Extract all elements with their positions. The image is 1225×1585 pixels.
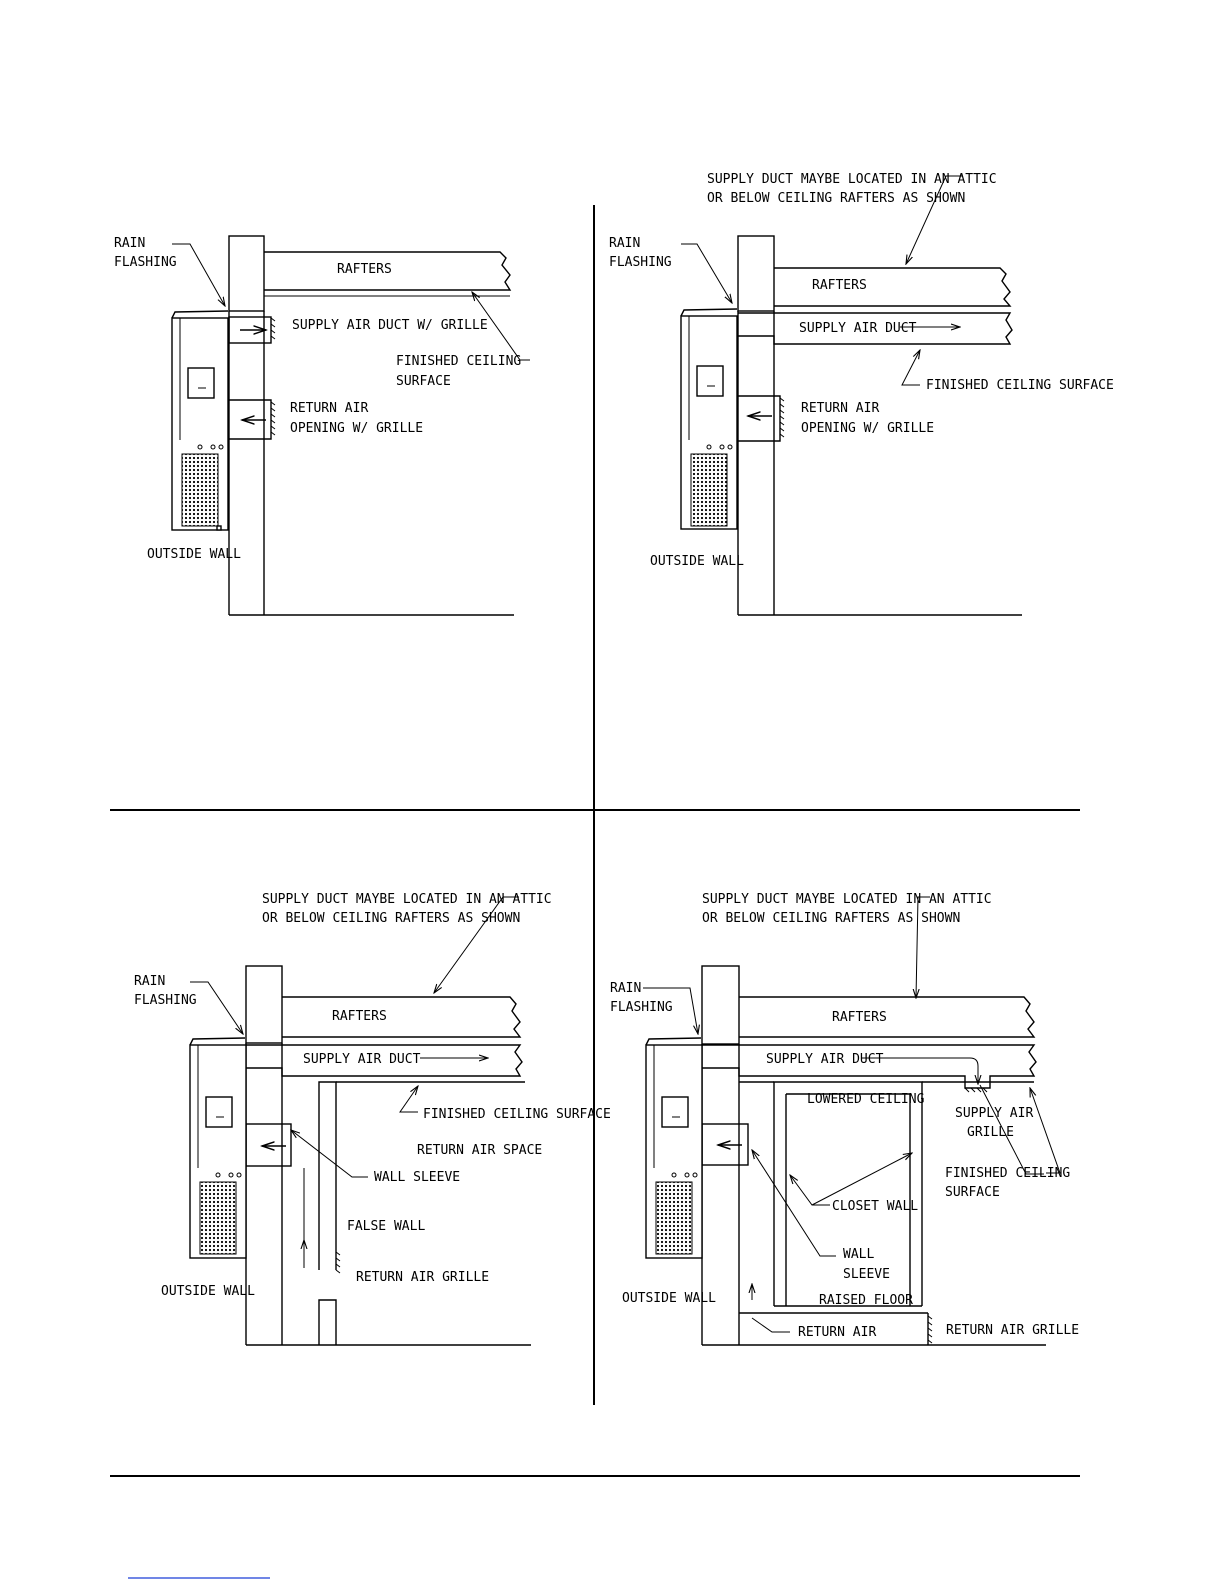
label-attic-note-1: SUPPLY DUCT MAYBE LOCATED IN AN ATTIC — [702, 892, 992, 907]
return-opening — [738, 395, 781, 442]
supply-duct — [246, 1044, 523, 1077]
label-rafters: RAFTERS — [812, 278, 867, 293]
label-surface: SURFACE — [396, 374, 451, 389]
label-rafters: RAFTERS — [332, 1009, 387, 1024]
label-supply-air: SUPPLY AIR — [955, 1106, 1033, 1121]
rafters — [282, 996, 522, 1038]
rain-flashing — [171, 310, 229, 319]
label-finished-ceiling: FINISHED CEILING — [396, 354, 521, 369]
control-panel — [205, 1096, 233, 1128]
label-sleeve: SLEEVE — [843, 1267, 890, 1282]
label-attic-note-1: SUPPLY DUCT MAYBE LOCATED IN AN ATTIC — [707, 172, 997, 187]
panel-a — [171, 235, 530, 616]
label-closet-wall: CLOSET WALL — [832, 1199, 918, 1214]
rain-flashing — [645, 1037, 702, 1046]
control-panel — [661, 1096, 689, 1128]
label-supply-duct: SUPPLY AIR DUCT — [303, 1052, 421, 1067]
label-opening: OPENING W/ GRILLE — [801, 421, 934, 436]
panel-d — [643, 896, 1061, 1346]
label-flashing: FLASHING — [134, 993, 197, 1008]
label-finished-ceiling: FINISHED CEILING SURFACE — [423, 1107, 611, 1122]
label-wall-sleeve: WALL SLEEVE — [374, 1170, 460, 1185]
label-rain: RAIN — [610, 981, 641, 996]
rafters — [774, 267, 1012, 307]
rafters — [739, 996, 1036, 1038]
rain-flashing — [680, 308, 738, 317]
label-rain: RAIN — [609, 236, 640, 251]
label-lowered-ceiling: LOWERED CEILING — [807, 1092, 925, 1107]
label-return-air-space: RETURN AIR SPACE — [417, 1143, 542, 1158]
label-return-air: RETURN AIR — [290, 401, 368, 416]
condenser-grille — [690, 453, 728, 527]
label-raised-floor: RAISED FLOOR — [819, 1293, 913, 1308]
rafter-block — [737, 235, 775, 312]
label-attic-note-1: SUPPLY DUCT MAYBE LOCATED IN AN ATTIC — [262, 892, 552, 907]
label-outside-wall: OUTSIDE WALL — [622, 1291, 716, 1306]
label-outside-wall: OUTSIDE WALL — [147, 547, 241, 562]
wall-sleeve — [245, 1123, 292, 1167]
rafter-block — [701, 965, 740, 1045]
condenser-grille — [181, 453, 219, 527]
label-return-air-grille: RETURN AIR GRILLE — [946, 1323, 1079, 1338]
label-return-air: RETURN AIR — [801, 401, 879, 416]
label-rafters: RAFTERS — [832, 1010, 887, 1025]
label-flashing: FLASHING — [114, 255, 177, 270]
label-false-wall: FALSE WALL — [347, 1219, 425, 1234]
label-surface: SURFACE — [945, 1185, 1000, 1200]
rafter-block — [228, 235, 265, 312]
rafter-block — [245, 965, 283, 1044]
label-outside-wall: OUTSIDE WALL — [650, 554, 744, 569]
label-outside-wall: OUTSIDE WALL — [161, 1284, 255, 1299]
control-panel — [696, 365, 724, 397]
panel-c-labels: SUPPLY DUCT MAYBE LOCATED IN AN ATTIC OR… — [134, 892, 611, 1299]
label-supply-duct: SUPPLY AIR DUCT W/ GRILLE — [292, 318, 488, 333]
label-finished-ceiling: FINISHED CEILING — [945, 1166, 1070, 1181]
label-attic-note-2: OR BELOW CEILING RAFTERS AS SHOWN — [707, 191, 965, 206]
panel-b — [680, 175, 1022, 616]
panel-a-labels: RAIN FLASHING RAFTERS SUPPLY AIR DUCT W/… — [114, 236, 521, 562]
closet-wall — [773, 1081, 923, 1306]
control-panel — [187, 367, 215, 399]
rain-flashing — [189, 1037, 246, 1046]
label-supply-duct: SUPPLY AIR DUCT — [766, 1052, 884, 1067]
label-attic-note-2: OR BELOW CEILING RAFTERS AS SHOWN — [702, 911, 960, 926]
panel-d-labels: SUPPLY DUCT MAYBE LOCATED IN AN ATTIC OR… — [610, 892, 1079, 1340]
rafters — [264, 251, 512, 291]
false-wall — [318, 1299, 337, 1345]
label-rafters: RAFTERS — [337, 262, 392, 277]
condenser-grille — [199, 1181, 237, 1255]
panel-b-labels: SUPPLY DUCT MAYBE LOCATED IN AN ATTIC OR… — [609, 172, 1114, 569]
label-rain: RAIN — [134, 974, 165, 989]
label-opening: OPENING W/ GRILLE — [290, 421, 423, 436]
label-finished-ceiling: FINISHED CEILING SURFACE — [926, 378, 1114, 393]
label-attic-note-2: OR BELOW CEILING RAFTERS AS SHOWN — [262, 911, 520, 926]
label-return-air: RETURN AIR — [798, 1325, 876, 1340]
label-wall: WALL — [843, 1247, 874, 1262]
return-opening — [229, 399, 272, 440]
label-return-air-grille: RETURN AIR GRILLE — [356, 1270, 489, 1285]
supply-duct — [738, 312, 1013, 345]
panel-c — [189, 896, 531, 1346]
label-flashing: FLASHING — [610, 1000, 673, 1015]
label-rain: RAIN — [114, 236, 145, 251]
label-grille: GRILLE — [967, 1125, 1014, 1140]
label-flashing: FLASHING — [609, 255, 672, 270]
supply-duct — [702, 1044, 1037, 1089]
label-supply-duct: SUPPLY AIR DUCT — [799, 321, 917, 336]
condenser-grille — [655, 1181, 693, 1255]
